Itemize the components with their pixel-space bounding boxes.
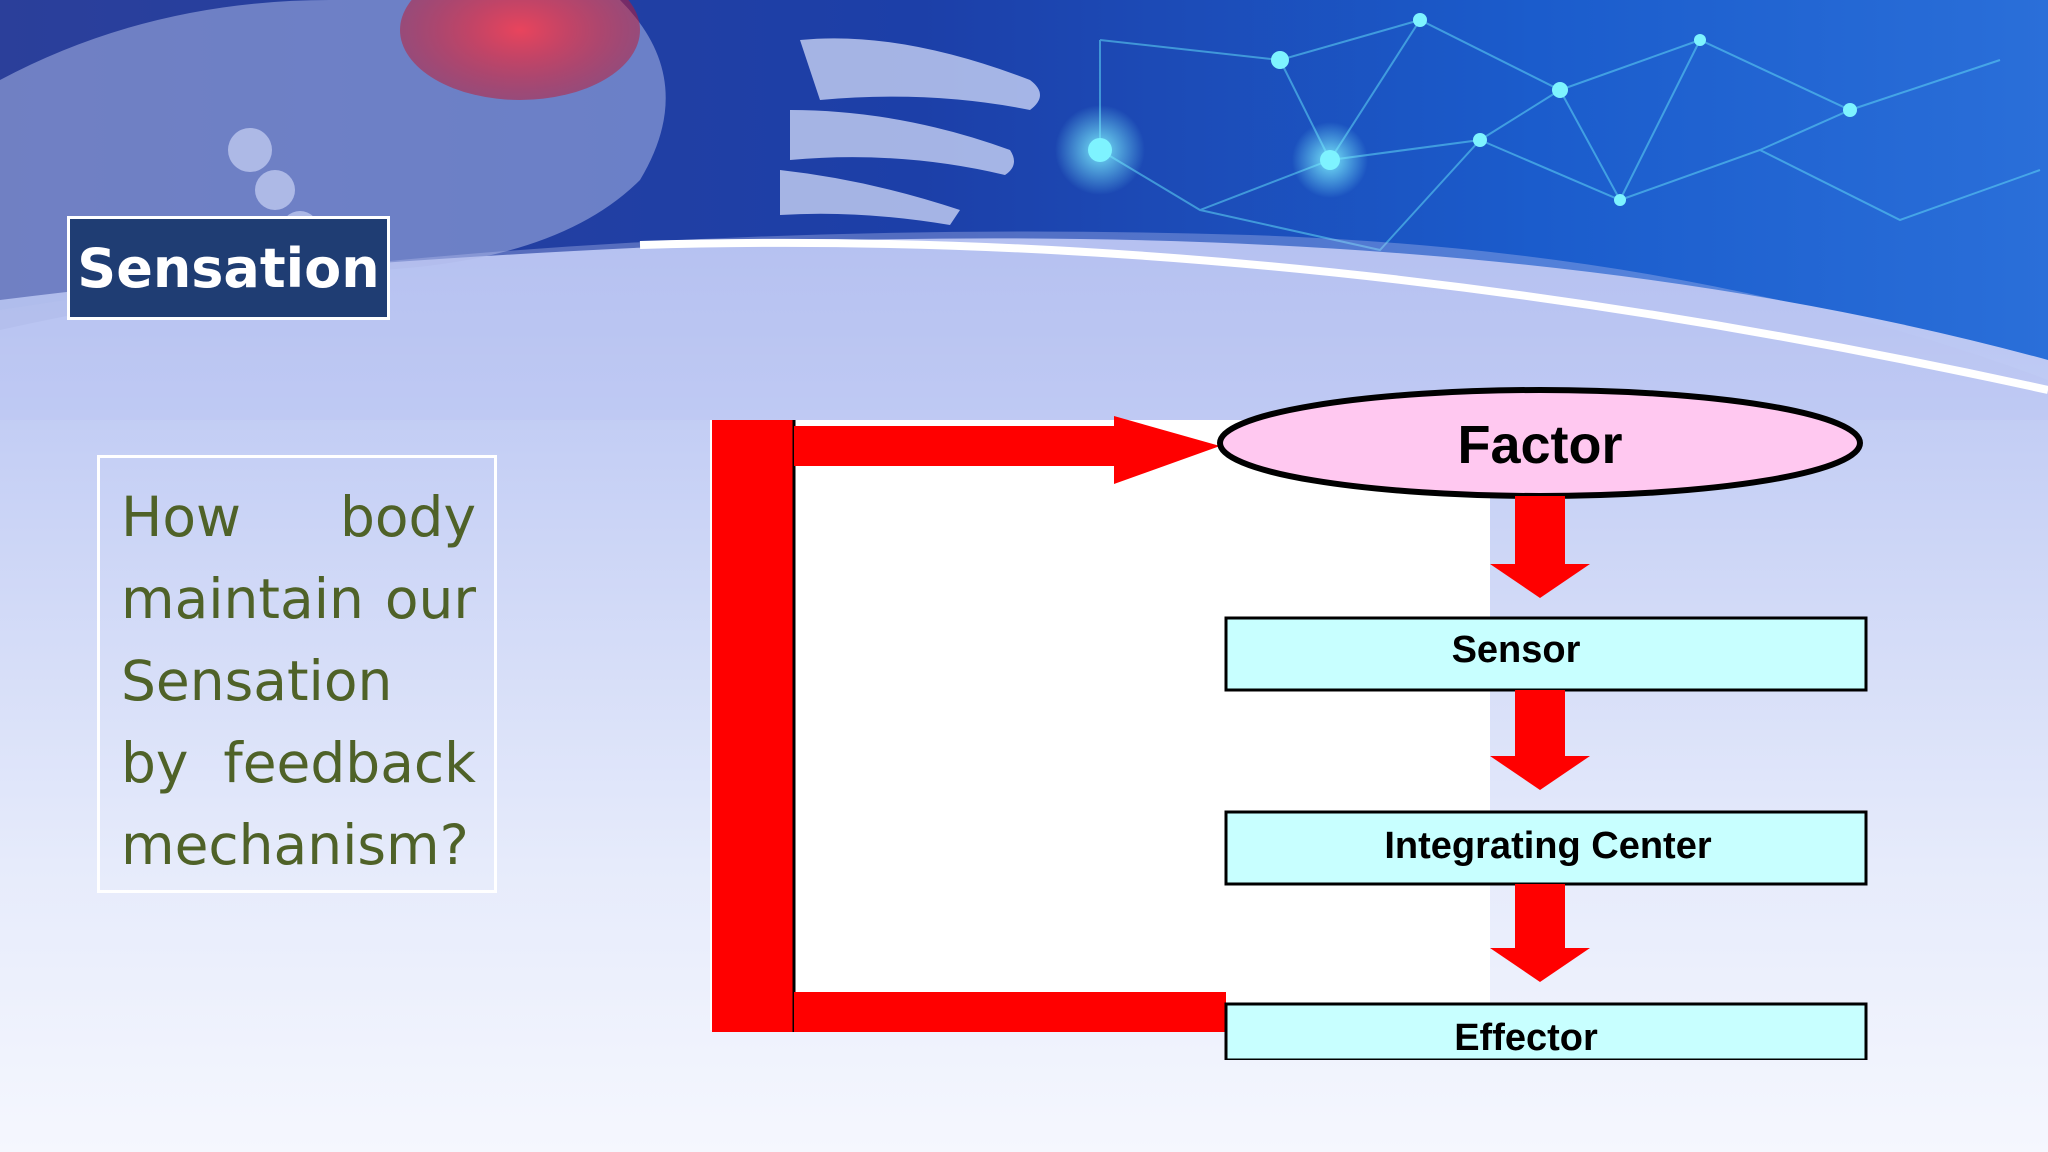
feedback-vertical-bar (712, 420, 794, 1032)
effector-label: Effector (1454, 1017, 1598, 1059)
feedback-arrow-to-factor (794, 416, 1220, 484)
header-banner-image (0, 0, 2048, 420)
diagram-background (710, 420, 1490, 1030)
arrow-factor-to-sensor (1490, 496, 1590, 598)
factor-label: Factor (1457, 415, 1622, 475)
integrating-center-label: Integrating Center (1384, 825, 1711, 867)
question-text: How body maintain our Sensation by feedb… (97, 455, 497, 893)
slide-title: Sensation (67, 216, 390, 320)
sensor-label: Sensor (1452, 629, 1581, 671)
arrow-integrating-to-effector (1490, 884, 1590, 982)
arrow-sensor-to-integrating (1490, 690, 1590, 790)
sensor-node (1224, 616, 1868, 692)
feedback-loop-diagram: Factor Sensor Integrating Center Effecto… (710, 387, 1868, 1060)
feedback-bottom-bar (794, 992, 1226, 1032)
effector-node (1224, 1002, 1868, 1060)
